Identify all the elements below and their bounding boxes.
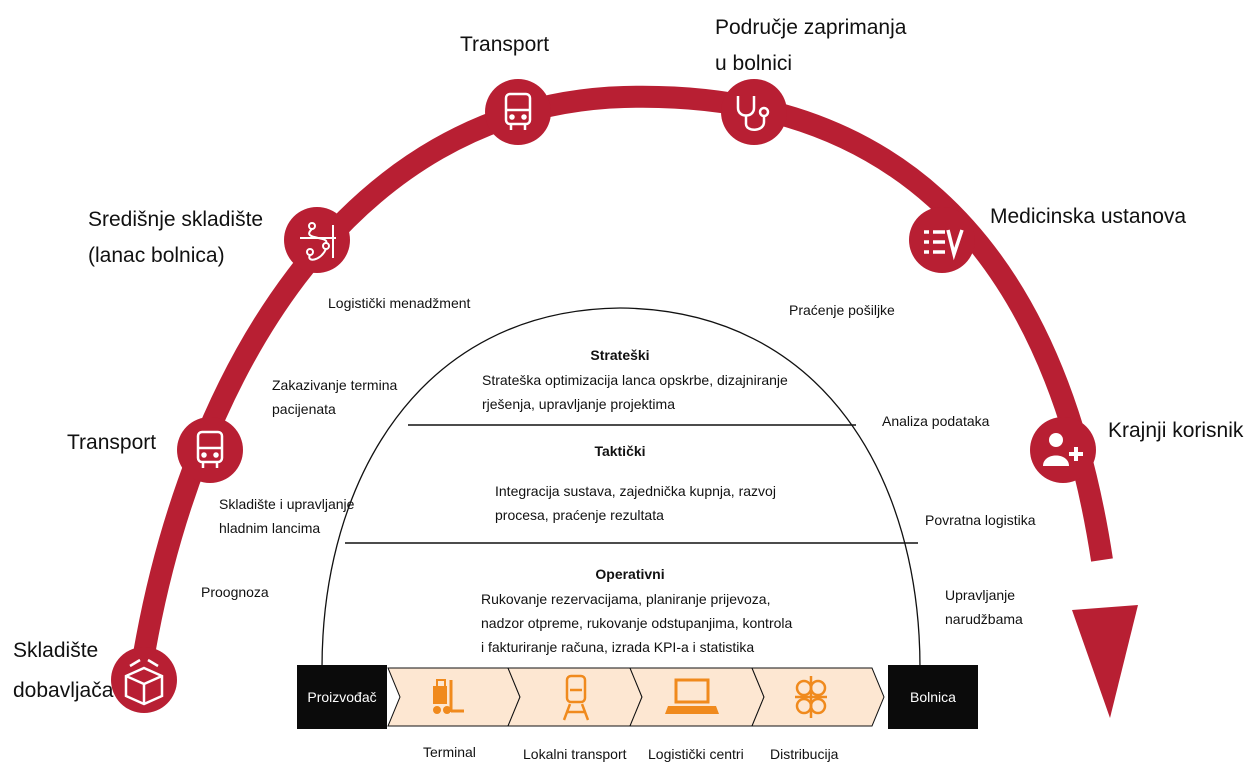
chain-step-label-terminal: Terminal	[423, 744, 476, 760]
route-network-icon	[300, 222, 336, 261]
service-cold-chain-line1: Skladište i upravljanje	[219, 496, 355, 512]
level-operative-line1: Rukovanje rezervacijama, planiranje prij…	[481, 591, 771, 607]
medical-institution-label: Medicinska ustanova	[990, 205, 1187, 228]
level-strategic-line1: Strateška optimizacija lanca opskrbe, di…	[482, 372, 788, 388]
service-order-management-line2: narudžbama	[945, 611, 1023, 627]
level-operative-title: Operativni	[595, 566, 665, 582]
level-tactical-title: Taktički	[594, 443, 646, 459]
level-tactical-line2: procesa, praćenje rezultata	[495, 507, 664, 523]
levels-dome	[321, 307, 921, 669]
service-appointment-line2: pacijenata	[272, 401, 336, 417]
transport-left-label: Transport	[67, 431, 157, 454]
bus-icon	[504, 92, 532, 130]
level-operative-line2: nadzor otpreme, rukovanje odstupanjima, …	[481, 615, 793, 631]
node-medical-institution	[909, 207, 975, 273]
service-appointment-line1: Zakazivanje termina	[272, 377, 398, 393]
service-forecast: Proognoza	[201, 584, 269, 600]
service-data-analysis: Analiza podataka	[882, 413, 990, 429]
level-strategic-line2: rješenja, upravljanje projektima	[482, 396, 675, 412]
node-central-warehouse	[284, 207, 350, 273]
distribution-icon	[795, 676, 827, 718]
chain-step-label-distribution: Distribucija	[770, 746, 839, 762]
service-shipment-tracking: Praćenje pošiljke	[789, 302, 895, 318]
chain-end-label: Bolnica	[910, 689, 956, 705]
node-transport-top	[485, 79, 551, 145]
level-tactical-line1: Integracija sustava, zajednička kupnja, …	[495, 483, 776, 499]
chain-step-label-logistics-centers: Logistički centri	[648, 746, 744, 762]
level-operative-line3: i fakturiranje računa, izrada KPI-a i st…	[481, 639, 755, 655]
chain-step-label-local-transport: Lokalni transport	[523, 746, 627, 762]
package-icon	[124, 658, 164, 706]
train-icon	[562, 674, 590, 721]
forklift-icon	[433, 679, 464, 714]
laptop-icon	[665, 678, 719, 714]
supplier-warehouse-label-line1: Skladište	[13, 639, 99, 662]
level-strategic-title: Strateški	[590, 347, 650, 363]
bus-icon	[196, 430, 224, 468]
hospital-reception-label-line1: Područje zaprimanja	[715, 16, 907, 39]
chain-step-logistics-centers-box	[629, 667, 765, 727]
central-warehouse-label-line2: (lanac bolnica)	[88, 244, 225, 267]
chain-start-box: Proizvođač	[297, 665, 387, 729]
hospital-reception-label-line2: u bolnici	[715, 52, 793, 75]
stethoscope-icon	[736, 96, 770, 131]
node-end-user	[1030, 417, 1096, 483]
service-logistics-management: Logistički menadžment	[328, 295, 471, 311]
node-transport-left	[177, 417, 243, 483]
checklist-icon	[924, 229, 964, 261]
supplier-warehouse-label-line2: dobavljača	[13, 679, 114, 702]
arc-arrowhead	[1072, 605, 1138, 718]
supply-chain-arc	[132, 85, 1113, 662]
end-user-label: Krajnji korisnik	[1108, 419, 1244, 442]
transport-top-label: Transport	[460, 33, 550, 56]
patient-plus-icon	[1043, 433, 1083, 466]
service-order-management-line1: Upravljanje	[945, 587, 1016, 603]
service-cold-chain-line2: hladnim lancima	[219, 520, 321, 536]
service-reverse-logistics: Povratna logistika	[925, 512, 1036, 528]
chain-step-terminal-box	[387, 667, 521, 727]
chain-start-label: Proizvođač	[307, 689, 377, 705]
central-warehouse-label-line1: Središnje skladište	[88, 208, 264, 231]
chain-end-box: Bolnica	[888, 665, 978, 729]
